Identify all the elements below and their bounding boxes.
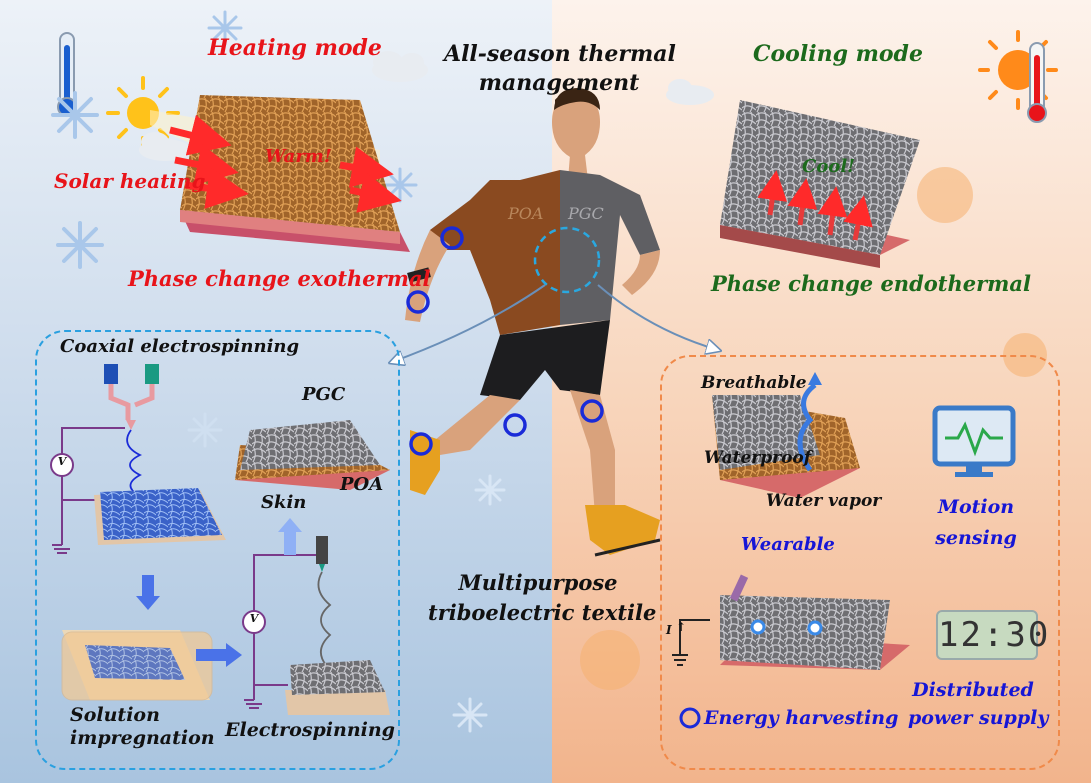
thermometer-hot-icon: [978, 30, 1058, 123]
zoom-arrow-left: [392, 284, 546, 362]
breathable-textile: [712, 372, 860, 498]
electrospinning-label: Electrospinning: [225, 719, 395, 741]
cooling-mode-label: Cooling mode: [753, 41, 923, 67]
motion-line2: sensing: [935, 527, 1017, 549]
coaxial-label: Coaxial electrospinning: [60, 336, 300, 357]
distributed-line1: Distributed: [912, 679, 1034, 701]
pgc-shirt-label: PGC: [568, 204, 604, 223]
skin-label: Skin: [261, 492, 307, 513]
impregnation-bath: [61, 630, 213, 701]
water-vapor-label: Water vapor: [766, 491, 882, 511]
process-arrow-right-head: [226, 643, 242, 667]
cloud-icon: [139, 51, 714, 161]
solar-heating-label: Solar heating: [54, 169, 206, 193]
heating-mode-label: Heating mode: [208, 35, 382, 61]
ground-icon: [672, 619, 710, 666]
cool-label: Cool!: [802, 156, 856, 177]
legend-ring-icon: [679, 707, 701, 729]
sun-face-icon: [580, 167, 1047, 690]
sensor-ring-icon: [406, 226, 604, 456]
voltmeter-label-1: V: [57, 455, 67, 468]
monitor-wave-icon: [932, 405, 1016, 477]
current-arrow-icon: ↑: [676, 620, 687, 634]
poa-label: POA: [340, 474, 384, 495]
pgc-label: PGC: [302, 384, 346, 405]
multipurpose-line1: Multipurpose: [458, 570, 618, 595]
fabrication-panel: [35, 330, 400, 770]
voltmeter-icon: [50, 453, 74, 477]
coaxial-setup: [50, 364, 226, 554]
phase-endo-label: Phase change endothermal: [711, 271, 1031, 296]
title-line1: All-season thermal: [444, 41, 676, 67]
wearable-label: Wearable: [741, 534, 835, 555]
voltmeter-icon: [242, 610, 266, 634]
solution-line1: Solution: [70, 704, 160, 726]
harvesting-textile: [672, 574, 910, 670]
zoom-arrow-right: [597, 284, 718, 350]
distributed-line2: power supply: [908, 707, 1049, 729]
runner-figure: [405, 88, 661, 557]
process-arrow-down-head: [136, 596, 160, 610]
layered-textile: [235, 420, 390, 490]
fabric-zoom-circle: [533, 226, 601, 294]
cool-textile-block: [720, 100, 920, 268]
poa-shirt-label: POA: [508, 204, 544, 223]
phase-exo-label: Phase change exothermal: [128, 266, 431, 291]
energy-harvesting-label: Energy harvesting: [704, 707, 899, 729]
applications-panel: [660, 355, 1060, 770]
warm-label: Warm!: [265, 146, 332, 167]
motion-line1: Motion: [937, 496, 1015, 518]
breathable-label: Breathable: [701, 373, 807, 393]
voltmeter-label-2: V: [249, 612, 259, 625]
warm-textile-block: [169, 95, 410, 252]
waterproof-label: Waterproof: [704, 448, 812, 468]
electrospinning-setup: [242, 536, 390, 715]
current-label: I: [666, 623, 672, 637]
solution-line2: impregnation: [70, 727, 215, 749]
digital-clock: 12:30: [936, 610, 1048, 660]
multipurpose-line2: triboelectric textile: [428, 600, 657, 625]
title-line2: management: [478, 70, 640, 96]
process-arrow-up-head: [278, 518, 302, 532]
